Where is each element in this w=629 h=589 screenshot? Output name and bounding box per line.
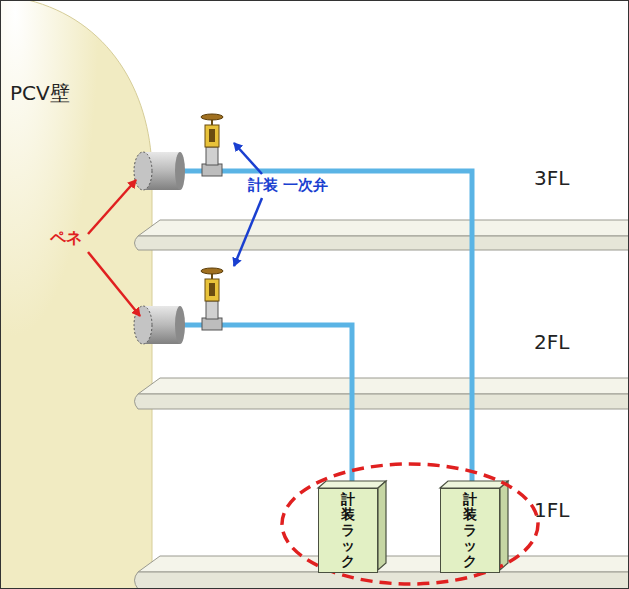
floor-slab [135,220,629,589]
instrument-rack: 計装ラック [318,488,378,573]
rack-label: 計装ラック [463,492,477,569]
highlight-ellipse [282,464,538,584]
instrument-rack: 計装ラック [440,488,500,573]
rack-label: 計装ラック [341,492,355,569]
pcv-wall: PCV壁 [0,0,160,589]
valve-symbol [201,268,223,330]
valve-symbol [201,114,223,176]
leader-arrow [88,143,262,316]
wall-label: PCV壁 [10,80,70,107]
callout-label: 計装 一次弁 [248,176,328,195]
penetration [134,152,185,344]
callout-label: ペネ [50,228,82,249]
floor-label: 1FL [534,498,569,522]
floor-label: 2FL [534,330,569,354]
instrument-pipe [180,171,472,486]
floor-label: 3FL [534,166,569,190]
